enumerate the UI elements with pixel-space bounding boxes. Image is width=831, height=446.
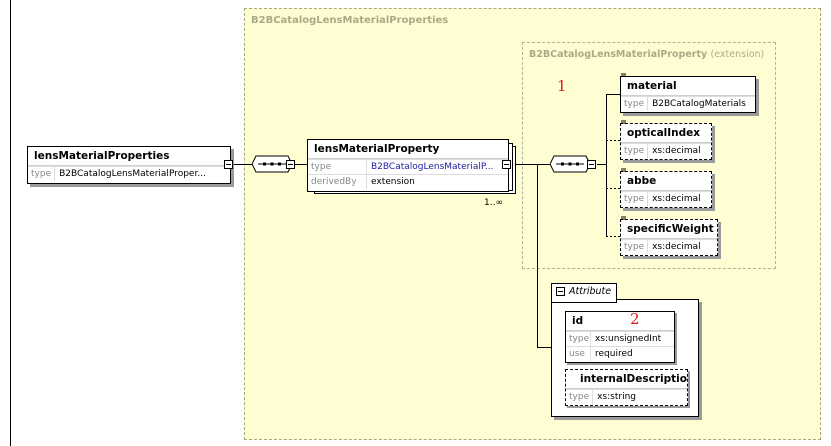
property-element-name: lensMaterialProperty xyxy=(308,140,508,159)
element-specificWeight[interactable]: specificWeight type xs:decimal xyxy=(620,219,718,256)
root-element-lensMaterialProperties[interactable]: lensMaterialProperties type B2BCatalogLe… xyxy=(27,146,231,184)
material-type-key: type xyxy=(621,96,649,111)
annotation-badge-1: 1 xyxy=(557,77,567,95)
root-type-key: type xyxy=(28,166,56,181)
opticalIndex-type-value: xs:decimal xyxy=(648,143,711,158)
internalDescription-type-key: type xyxy=(566,389,594,404)
abbe-element-name: abbe xyxy=(621,172,711,191)
root-collapse-toggle-icon[interactable] xyxy=(224,160,233,169)
annotation-mark-icon xyxy=(621,216,626,220)
root-type-value: B2BCatalogLensMaterialProper... xyxy=(55,166,230,181)
annotation-mark-icon xyxy=(621,120,626,124)
attribute-collapse-toggle-icon[interactable] xyxy=(556,287,565,296)
annotation-badge-2: 2 xyxy=(630,310,640,328)
left-border-line xyxy=(10,0,11,446)
id-type-value: xs:unsignedInt xyxy=(591,331,674,346)
extension-group-title: B2BCatalogLensMaterialProperty (extensio… xyxy=(529,49,764,60)
property-collapse-toggle-icon[interactable] xyxy=(502,160,511,169)
internalDescription-attribute-name: internalDescription xyxy=(566,370,687,389)
abbe-type-value: xs:decimal xyxy=(648,191,711,206)
annotation-mark-icon xyxy=(621,168,626,172)
extension-group-region: B2BCatalogLensMaterialProperty (extensio… xyxy=(522,42,776,269)
specificWeight-element-name: specificWeight xyxy=(621,220,717,239)
id-type-key: type xyxy=(566,331,591,346)
attribute-id[interactable]: id type xs:unsignedInt use required xyxy=(565,311,675,363)
attribute-internalDescription[interactable]: internalDescription type xs:string xyxy=(565,369,688,406)
property-type-key: type xyxy=(308,159,367,174)
property-derived-key: derivedBy xyxy=(308,174,367,189)
sequence-compositor-icon-2[interactable] xyxy=(550,155,590,173)
id-attribute-name: id xyxy=(566,312,674,331)
sequence-2-collapse-toggle-icon[interactable] xyxy=(587,160,596,169)
extension-type-name: B2BCatalogLensMaterialProperty xyxy=(529,49,708,60)
root-element-name: lensMaterialProperties xyxy=(28,147,230,166)
specificWeight-type-key: type xyxy=(621,239,649,254)
property-type-value[interactable]: B2BCatalogLensMaterialP... xyxy=(367,159,508,174)
element-material[interactable]: material type B2BCatalogMaterials xyxy=(620,76,756,113)
id-use-value: required xyxy=(591,346,674,361)
material-element-name: material xyxy=(621,77,755,96)
specificWeight-type-value: xs:decimal xyxy=(648,239,717,254)
outer-group-title: B2BCatalogLensMaterialProperties xyxy=(251,15,449,26)
id-use-key: use xyxy=(566,346,591,361)
element-abbe[interactable]: abbe type xs:decimal xyxy=(620,171,712,208)
annotation-mark-icon xyxy=(621,73,626,77)
sequence-collapse-toggle-icon[interactable] xyxy=(286,160,295,169)
element-lensMaterialProperty[interactable]: lensMaterialProperty type B2BCatalogLens… xyxy=(307,139,509,192)
material-type-value: B2BCatalogMaterials xyxy=(648,96,755,111)
opticalIndex-element-name: opticalIndex xyxy=(621,124,711,143)
attribute-group-tab[interactable]: Attribute xyxy=(551,283,618,303)
sequence-compositor-icon[interactable] xyxy=(252,155,292,173)
abbe-type-key: type xyxy=(621,191,649,206)
element-opticalIndex[interactable]: opticalIndex type xs:decimal xyxy=(620,123,712,160)
property-occurrence: 1..∞ xyxy=(484,198,503,208)
attribute-group-label: Attribute xyxy=(569,286,612,297)
opticalIndex-type-key: type xyxy=(621,143,649,158)
extension-suffix: (extension) xyxy=(710,49,765,60)
internalDescription-type-value: xs:string xyxy=(593,389,687,404)
property-derived-value: extension xyxy=(367,174,508,189)
